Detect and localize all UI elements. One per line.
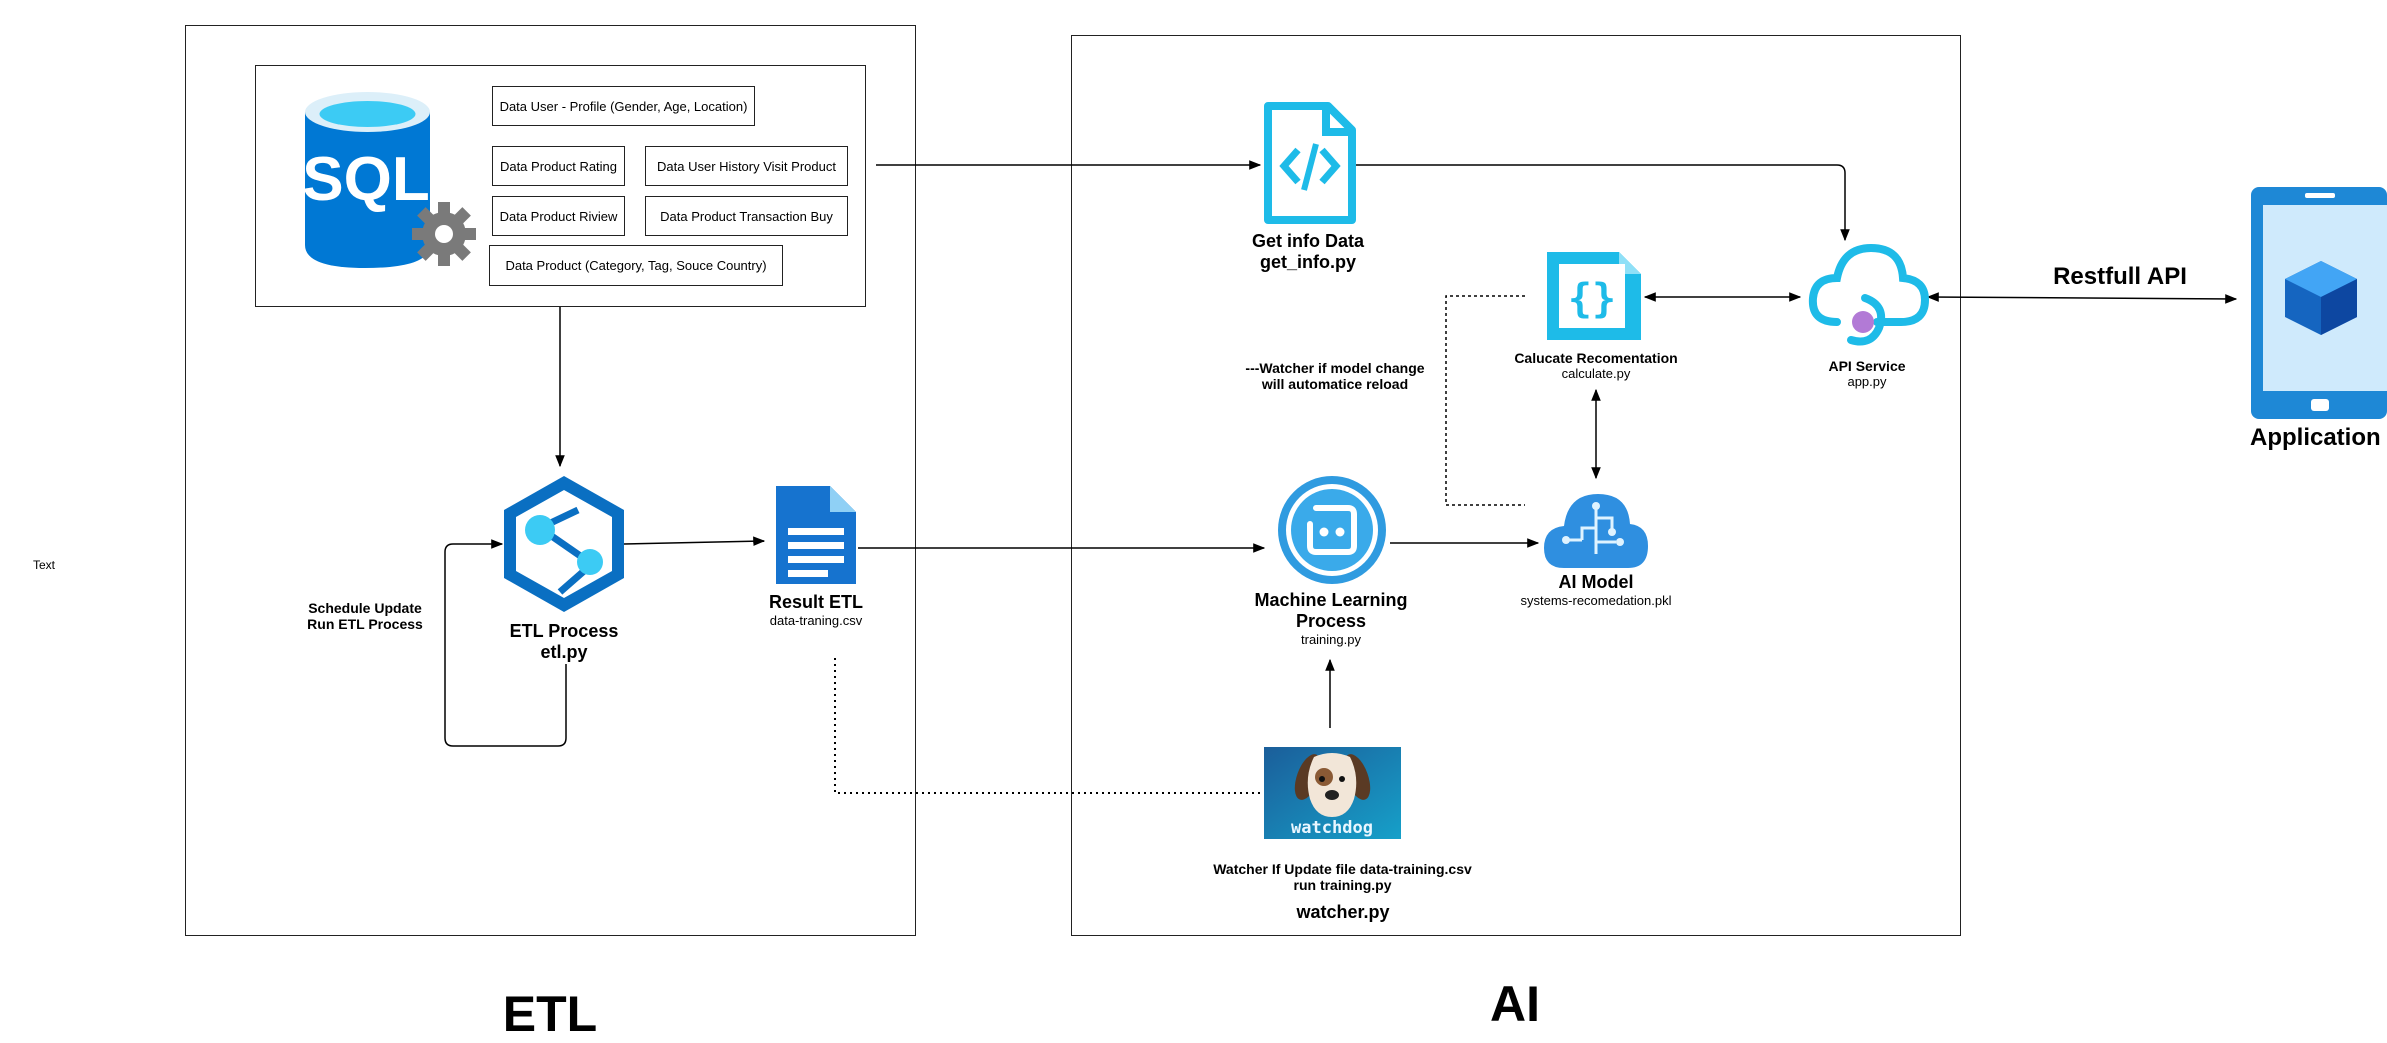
- api-file: app.py: [1847, 374, 1887, 389]
- ai-model-title: AI Model: [1558, 572, 1634, 592]
- arrow-etl-to-result: [623, 536, 766, 547]
- gear-icon: [408, 198, 480, 270]
- ai-section-title: AI: [1490, 976, 1540, 1032]
- document-icon: [774, 484, 858, 586]
- field-user-history: Data User History Visit Product: [645, 146, 848, 186]
- ml-title-2: Process: [1295, 611, 1367, 631]
- restful-api-label: Restfull API: [2053, 263, 2187, 290]
- cloud-api-icon: [1805, 238, 1930, 350]
- ai-cloud-icon: [1542, 488, 1650, 570]
- ai-section: [1071, 35, 1961, 936]
- dotted-watcher-model: [1445, 295, 1525, 506]
- field-product-review: Data Product Riview: [492, 196, 625, 236]
- watcher-model-note-1: ---Watcher if model change: [1245, 360, 1425, 376]
- watcher-model-note-2: will automatice reload: [1261, 376, 1409, 392]
- getinfo-title: Get info Data: [1251, 231, 1364, 251]
- watcher-file: watcher.py: [1296, 902, 1390, 922]
- result-title: Result ETL: [768, 592, 863, 612]
- stray-text: Text: [33, 558, 56, 572]
- mobile-app-icon: [2249, 185, 2387, 421]
- field-product-rating: Data Product Rating: [492, 146, 625, 186]
- schedule-note-2: Run ETL Process: [307, 616, 423, 632]
- sql-database-icon: SQL: [300, 90, 485, 275]
- field-transaction-buy: Data Product Transaction Buy: [645, 196, 848, 236]
- result-file: data-traning.csv: [769, 613, 863, 628]
- application-label: Application: [2250, 424, 2381, 451]
- schedule-loop: [444, 539, 567, 747]
- svg-text:{}: {}: [1568, 276, 1616, 322]
- etl-process-title: ETL Process: [509, 621, 619, 641]
- ml-title-1: Machine Learning: [1254, 590, 1408, 610]
- json-file-icon: {}: [1543, 248, 1645, 344]
- getinfo-file: get_info.py: [1259, 252, 1356, 272]
- ml-file: training.py: [1301, 632, 1361, 647]
- ai-model-file: systems-recomedation.pkl: [1520, 593, 1672, 608]
- arrow-getinfo-to-api: [1355, 164, 1850, 242]
- arrow-api-application: [1926, 292, 2238, 304]
- etl-hexagon-icon: [500, 474, 628, 614]
- etl-process-file: etl.py: [540, 642, 588, 662]
- watchdog-logo: watchdog: [1264, 747, 1401, 839]
- code-file-icon: [1262, 102, 1356, 226]
- watcher-note-2: run training.py: [1293, 877, 1392, 893]
- sql-logo-text: SQL: [302, 145, 429, 214]
- watcher-note-1: Watcher If Update file data-training.csv: [1213, 861, 1472, 877]
- calculate-file: calculate.py: [1561, 366, 1631, 381]
- field-product-category: Data Product (Category, Tag, Souce Count…: [489, 245, 783, 286]
- watchdog-logo-text: watchdog: [1291, 818, 1373, 838]
- schedule-note-1: Schedule Update: [308, 600, 422, 616]
- etl-section-title: ETL: [502, 986, 598, 1042]
- calculate-title: Calucate Recomentation: [1514, 350, 1678, 366]
- field-user-profile: Data User - Profile (Gender, Age, Locati…: [492, 86, 755, 126]
- dotted-result-watchdog: [834, 658, 1262, 794]
- ml-bot-icon: [1276, 474, 1388, 586]
- api-title: API Service: [1828, 358, 1906, 374]
